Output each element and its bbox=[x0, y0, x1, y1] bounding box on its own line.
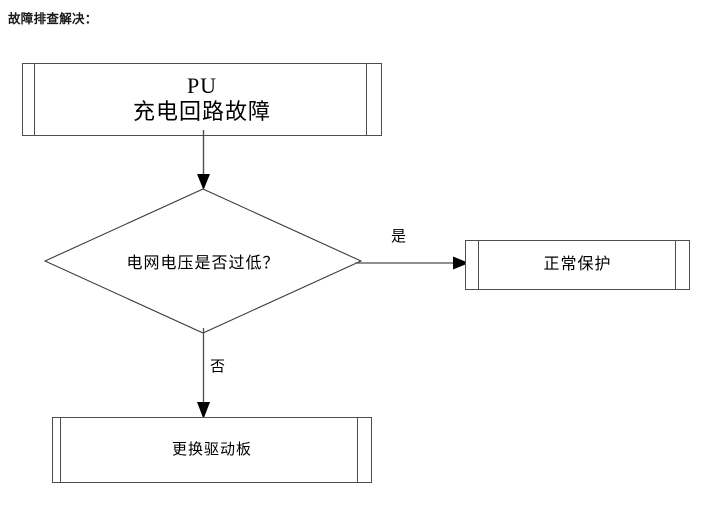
predefined-process-left-bar bbox=[478, 240, 479, 290]
node-label-replace: 更换驱动板 bbox=[171, 441, 252, 458]
edge-label-yes: 是 bbox=[391, 229, 407, 245]
connector-decision-to-replace bbox=[180, 328, 230, 423]
page-title: 故障排查解决： bbox=[8, 12, 98, 26]
node-label-normal: 正常保护 bbox=[543, 256, 612, 274]
node-label-fault: PU 充电回路故障 bbox=[132, 72, 271, 125]
connector-fault-to-decision bbox=[180, 130, 230, 192]
predefined-process-right-bar bbox=[357, 417, 358, 483]
node-grid-voltage-too-low-decision[interactable]: 电网电压是否过低？ bbox=[44, 188, 362, 334]
edge-label-no: 否 bbox=[210, 359, 226, 375]
predefined-process-right-bar bbox=[675, 240, 676, 290]
node-pu-charging-circuit-fault[interactable]: PU 充电回路故障 bbox=[22, 63, 382, 136]
node-replace-driver-board[interactable]: 更换驱动板 bbox=[52, 417, 372, 483]
connector-decision-to-normal bbox=[355, 248, 473, 278]
node-label-decision: 电网电压是否过低？ bbox=[126, 255, 280, 272]
predefined-process-right-bar bbox=[366, 63, 367, 136]
node-normal-protection[interactable]: 正常保护 bbox=[465, 240, 690, 290]
predefined-process-left-bar bbox=[34, 63, 35, 136]
predefined-process-left-bar bbox=[60, 417, 61, 483]
